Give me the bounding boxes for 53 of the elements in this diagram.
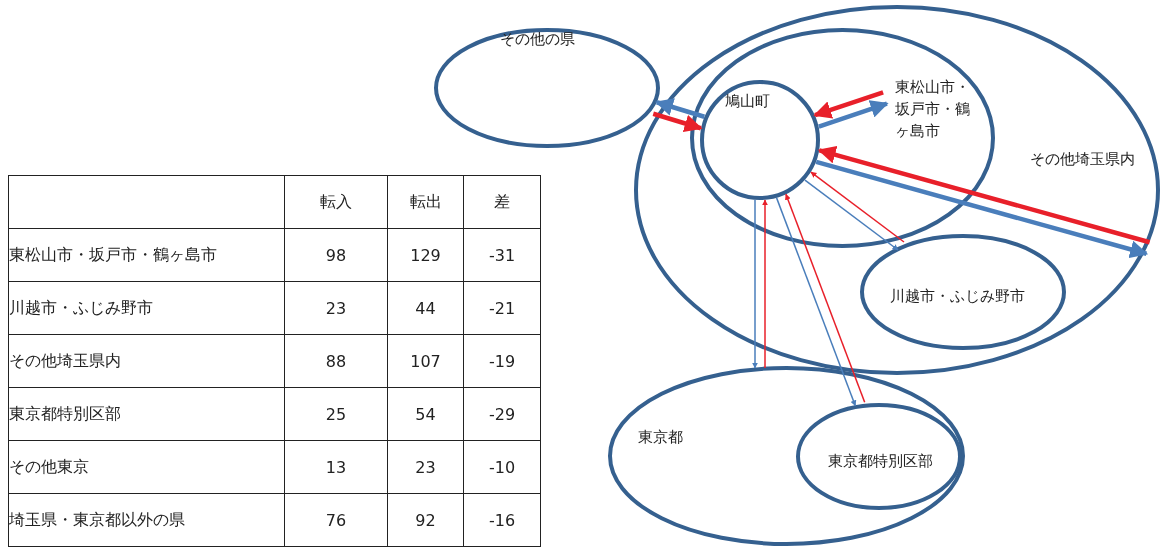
region-circle — [700, 80, 820, 200]
region-label: 鳩山町 — [725, 91, 770, 112]
region-ellipse — [434, 28, 660, 148]
count-value: 88 — [284, 334, 388, 388]
count-value: -10 — [463, 440, 541, 494]
count-value: -21 — [463, 281, 541, 335]
region-ellipse — [796, 403, 962, 510]
arrow — [817, 146, 1151, 245]
column-header: 差 — [463, 175, 541, 229]
arrow — [785, 193, 866, 403]
row-label: 川越市・ふじみ野市 — [8, 281, 285, 335]
count-value: -19 — [463, 334, 541, 388]
arrow — [815, 159, 1149, 259]
arrow — [762, 199, 768, 369]
arrow — [775, 197, 857, 407]
region-label: 川越市・ふじみ野市 — [890, 286, 1025, 307]
arrow — [810, 171, 905, 243]
row-label: 東京都特別区部 — [8, 387, 285, 441]
region-ellipse — [860, 234, 1066, 350]
count-value: 92 — [387, 493, 464, 547]
arrow — [813, 90, 884, 119]
region-label: その他埼玉県内 — [1030, 149, 1135, 170]
count-value: 23 — [387, 440, 464, 494]
arrow — [752, 199, 758, 369]
row-label: その他埼玉県内 — [8, 334, 285, 388]
count-value: 129 — [387, 228, 464, 282]
arrow — [652, 111, 703, 133]
row-label: 埼玉県・東京都以外の県 — [8, 493, 285, 547]
region-label: その他の県 — [500, 29, 575, 50]
count-value: 44 — [387, 281, 464, 335]
region-label: 東松山市・坂戸市・鶴ヶ島市 — [895, 77, 971, 142]
region-label: 東京都特別区部 — [828, 451, 933, 472]
count-value: -29 — [463, 387, 541, 441]
region-ellipse — [690, 28, 995, 248]
count-value: -31 — [463, 228, 541, 282]
row-label: その他東京 — [8, 440, 285, 494]
region-ellipse — [608, 366, 965, 546]
column-header: 転出 — [387, 175, 464, 229]
region-label: 東京都 — [638, 427, 683, 448]
region-ellipse — [634, 5, 1160, 375]
count-value: 54 — [387, 387, 464, 441]
count-value: 107 — [387, 334, 464, 388]
count-value: 76 — [284, 493, 388, 547]
column-header: 転入 — [284, 175, 388, 229]
arrow — [804, 179, 899, 251]
row-label: 東松山市・坂戸市・鶴ヶ島市 — [8, 228, 285, 282]
count-value: 98 — [284, 228, 388, 282]
arrow — [655, 98, 705, 119]
count-value: 25 — [284, 387, 388, 441]
count-value: 23 — [284, 281, 388, 335]
arrow — [818, 100, 889, 129]
count-value: -16 — [463, 493, 541, 547]
count-value: 13 — [284, 440, 388, 494]
